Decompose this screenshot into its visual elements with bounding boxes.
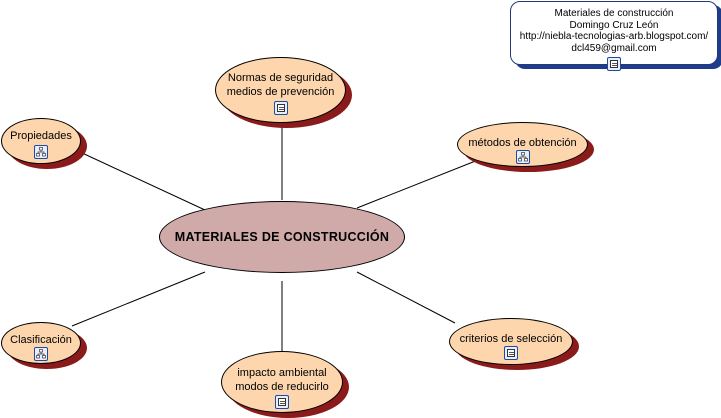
node-criterios-seleccion[interactable]: criterios de selección (449, 318, 573, 365)
concept-map-icon[interactable] (34, 347, 48, 361)
document-icon[interactable] (607, 57, 621, 71)
author-info-box: Materiales de construcción Domingo Cruz … (510, 1, 718, 71)
node-impacto-ambiental[interactable]: impacto ambiental modos de reducirlo (221, 351, 343, 413)
link-propiedades (79, 151, 206, 211)
document-icon[interactable] (504, 346, 518, 360)
central-concept[interactable]: MATERIALES DE CONSTRUCCIÓN (159, 201, 405, 273)
node-label: Propiedades (10, 130, 72, 142)
node-label: criterios de selección (459, 333, 563, 345)
document-icon[interactable] (273, 101, 288, 115)
concept-map-icon[interactable] (515, 150, 530, 164)
node-label: Normas de seguridad medios de prevención (226, 72, 335, 98)
node-metodos-obtencion[interactable]: métodos de obtención (457, 122, 588, 167)
node-label: métodos de obtención (468, 137, 577, 149)
document-icon[interactable] (275, 395, 289, 409)
node-label: impacto ambiental modos de reducirlo (235, 367, 329, 393)
concept-map-icon[interactable] (34, 145, 48, 159)
link-clasificacion (71, 271, 206, 327)
node-clasificacion[interactable]: Clasificación (1, 322, 81, 364)
info-url: http://niebla-tecnologias-arb.blogspot.c… (519, 31, 709, 42)
central-concept-label: MATERIALES DE CONSTRUCCIÓN (174, 230, 390, 244)
info-title: Materiales de construcción (554, 8, 674, 19)
info-author: Domingo Cruz León (569, 19, 659, 31)
node-propiedades[interactable]: Propiedades (1, 118, 81, 164)
node-normas-seguridad[interactable]: Normas de seguridad medios de prevención (215, 57, 346, 123)
info-email: dcl459@gmail.com (571, 42, 657, 54)
node-label: Clasificación (10, 334, 72, 346)
link-criterios (356, 271, 456, 324)
